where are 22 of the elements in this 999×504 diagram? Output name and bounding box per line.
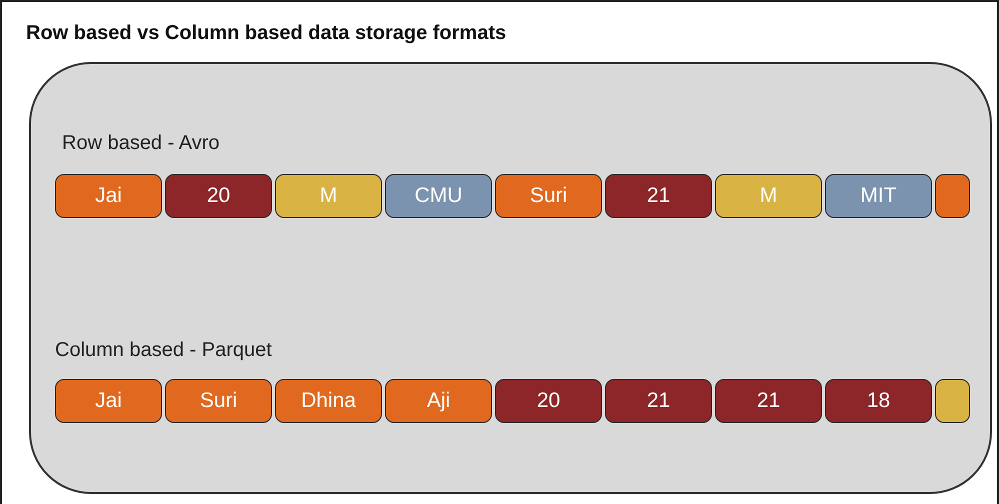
value-block xyxy=(935,174,970,218)
value-block: Aji xyxy=(385,379,492,423)
value-block: 21 xyxy=(605,174,712,218)
rounded-panel xyxy=(29,62,992,494)
value-block xyxy=(935,379,970,423)
value-block: Dhina xyxy=(275,379,382,423)
value-block: 21 xyxy=(605,379,712,423)
value-block: Suri xyxy=(165,379,272,423)
value-block: Jai xyxy=(55,379,162,423)
diagram-title: Row based vs Column based data storage formats xyxy=(26,22,506,45)
value-block: M xyxy=(715,174,822,218)
value-block: M xyxy=(275,174,382,218)
row-heading: Row based - Avro xyxy=(62,132,220,155)
value-block: Jai xyxy=(55,174,162,218)
value-block: 20 xyxy=(495,379,602,423)
value-block: 20 xyxy=(165,174,272,218)
value-block: 21 xyxy=(715,379,822,423)
value-block: Suri xyxy=(495,174,602,218)
value-block: CMU xyxy=(385,174,492,218)
row-heading: Column based - Parquet xyxy=(55,339,272,362)
value-block: MIT xyxy=(825,174,932,218)
value-block: 18 xyxy=(825,379,932,423)
